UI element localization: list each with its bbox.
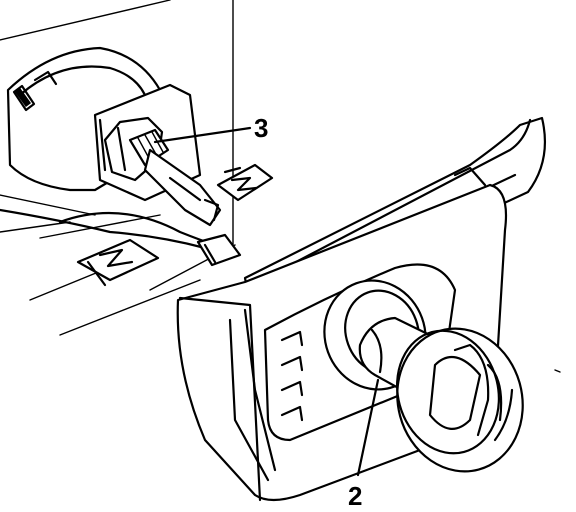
background-panel-lines: [0, 0, 561, 373]
leader-line-2: [356, 378, 380, 477]
position-indicator-marks: [280, 330, 304, 422]
callout-2-label: 2: [348, 481, 362, 511]
leader-lines: [153, 126, 380, 477]
rotary-knob: [396, 327, 524, 473]
wire-harness: [0, 208, 242, 267]
leader-line-3: [153, 126, 252, 144]
potentiometer-body: [6, 46, 222, 227]
terminal-lug-lower: [76, 238, 160, 287]
callout-3-label: 3: [254, 113, 268, 143]
terminal-lug-upper: [216, 163, 274, 202]
